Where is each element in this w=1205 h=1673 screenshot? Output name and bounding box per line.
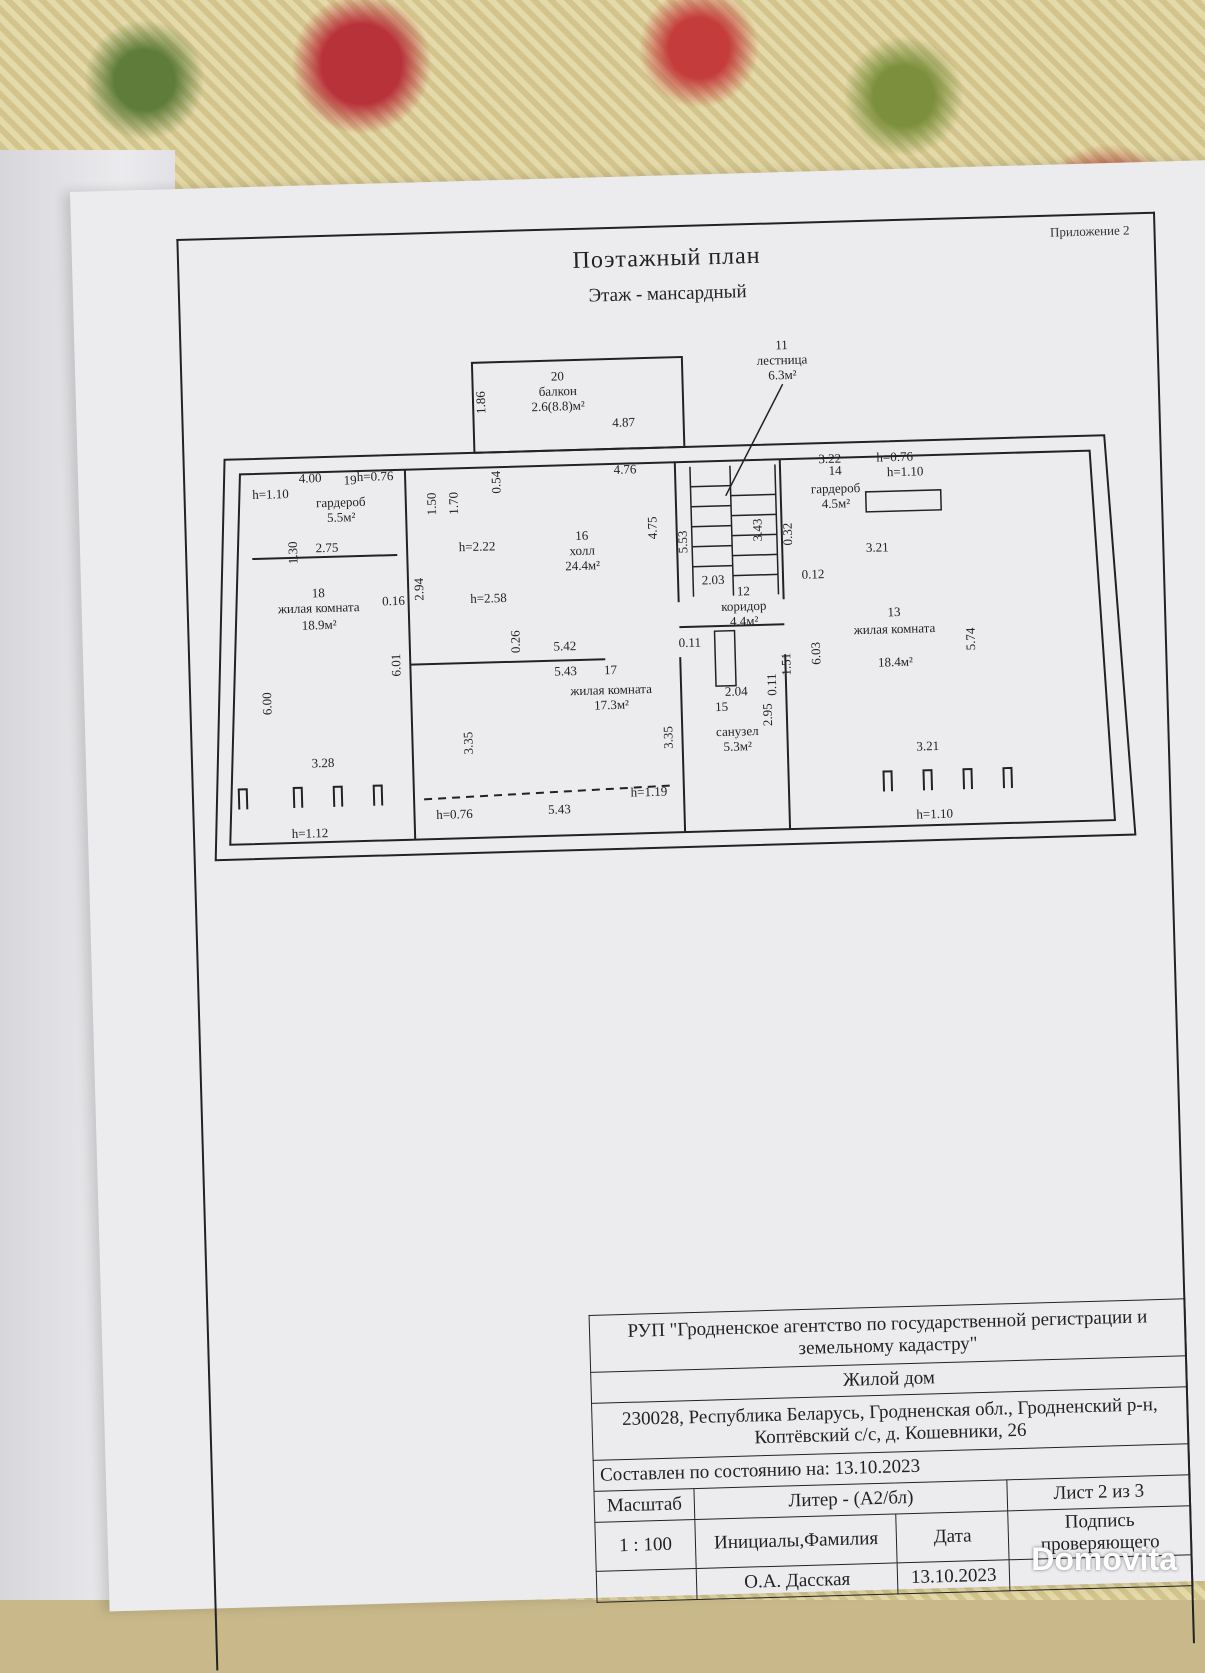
room-14-number: 14 xyxy=(828,463,842,478)
room-17-area: 17.3м² xyxy=(594,697,629,713)
balcony-outline xyxy=(470,355,686,454)
svg-text:5.42: 5.42 xyxy=(553,638,576,654)
stamp-sheet: Лист 2 из 3 xyxy=(1007,1474,1191,1511)
room-19-number: 19 xyxy=(343,472,356,487)
room-12-number: 12 xyxy=(737,583,750,598)
svg-text:1.30: 1.30 xyxy=(285,541,301,564)
svg-text:0.54: 0.54 xyxy=(488,470,504,494)
svg-text:4.75: 4.75 xyxy=(644,516,660,539)
room-17-number: 17 xyxy=(604,662,618,677)
svg-text:1.86: 1.86 xyxy=(473,391,489,415)
svg-text:3.22: 3.22 xyxy=(818,451,841,467)
svg-text:3.35: 3.35 xyxy=(460,732,476,755)
room-20-name: балкон xyxy=(538,383,577,399)
room-16-name: холл xyxy=(569,542,595,558)
svg-text:6.00: 6.00 xyxy=(259,692,275,715)
svg-text:6.01: 6.01 xyxy=(388,654,404,677)
roof-outline xyxy=(214,434,1137,862)
svg-text:h=0.76: h=0.76 xyxy=(357,468,394,484)
svg-text:2.95: 2.95 xyxy=(760,703,776,726)
room-15-number: 15 xyxy=(715,699,728,714)
stamp-initials: Инициалы,Фамилия xyxy=(694,1513,898,1569)
room-13-name: жилая комната xyxy=(853,620,936,637)
svg-text:4.00: 4.00 xyxy=(298,470,321,486)
room-14-name: гардероб xyxy=(811,480,861,496)
room-14-area: 4.5м² xyxy=(822,495,851,511)
room-11-number: 11 xyxy=(775,337,788,352)
svg-text:0.16: 0.16 xyxy=(382,593,406,609)
stamp-person: О.А. Дасская xyxy=(696,1562,899,1600)
svg-text:3.43: 3.43 xyxy=(749,518,765,541)
svg-text:3.28: 3.28 xyxy=(311,755,334,771)
room-11-name: лестница xyxy=(756,351,807,367)
room-12-name: коридор xyxy=(721,598,767,614)
room-18-number: 18 xyxy=(312,585,325,600)
room-11-area: 6.3м² xyxy=(768,367,797,383)
stamp-scale: 1 : 100 xyxy=(594,1519,697,1572)
svg-text:1.51: 1.51 xyxy=(778,653,794,676)
room-18-area: 18.9м² xyxy=(302,617,337,633)
stamp-date: 13.10.2023 xyxy=(897,1559,1011,1594)
svg-text:h=1.10: h=1.10 xyxy=(916,806,953,822)
svg-text:h=0.76: h=0.76 xyxy=(876,449,913,465)
room-15-area: 5.3м² xyxy=(723,738,752,754)
svg-text:5.43: 5.43 xyxy=(554,663,577,679)
room-13-area: 18.4м² xyxy=(878,654,913,670)
svg-text:3.21: 3.21 xyxy=(866,539,889,555)
svg-text:2.94: 2.94 xyxy=(411,577,427,601)
room-15-name: санузел xyxy=(716,723,759,739)
svg-text:0.12: 0.12 xyxy=(801,566,824,582)
room-12-area: 4.4м² xyxy=(730,613,759,629)
room-16-number: 16 xyxy=(575,528,589,543)
svg-text:2.75: 2.75 xyxy=(315,540,338,556)
room-20-area: 2.6(8.8)м² xyxy=(531,398,585,414)
document-page: Приложение 2 Поэтажный план Этаж - манса… xyxy=(70,160,1205,1671)
svg-text:h=2.22: h=2.22 xyxy=(459,538,496,554)
room-20-number: 20 xyxy=(551,368,564,383)
svg-text:3.21: 3.21 xyxy=(916,738,939,754)
watermark-logo: Domovita xyxy=(1031,1541,1177,1577)
svg-text:4.76: 4.76 xyxy=(613,461,637,477)
svg-text:0.11: 0.11 xyxy=(764,673,780,696)
svg-text:h=0.76: h=0.76 xyxy=(436,806,473,822)
svg-text:0.26: 0.26 xyxy=(507,630,523,654)
svg-text:5.43: 5.43 xyxy=(548,801,571,817)
room-18-name: жилая комната xyxy=(277,599,360,616)
svg-text:h=2.58: h=2.58 xyxy=(470,590,507,606)
svg-text:h=1.19: h=1.19 xyxy=(630,784,667,800)
room-19-area: 5.5м² xyxy=(327,509,356,525)
floor-plan: 20 балкон 2.6(8.8)м² 4.87 1.86 11 лестни… xyxy=(214,337,1137,862)
svg-text:1.50: 1.50 xyxy=(424,492,440,515)
svg-text:h=1.12: h=1.12 xyxy=(291,825,328,841)
svg-text:0.11: 0.11 xyxy=(678,635,701,651)
svg-text:1.70: 1.70 xyxy=(446,492,462,515)
svg-text:5.53: 5.53 xyxy=(675,530,691,553)
room-17-name: жилая комната xyxy=(569,681,652,698)
room-19-name: гардероб xyxy=(316,494,366,510)
svg-text:4.87: 4.87 xyxy=(612,414,636,430)
svg-text:6.03: 6.03 xyxy=(808,642,824,665)
room-13-number: 13 xyxy=(887,604,900,619)
svg-text:h=1.10: h=1.10 xyxy=(887,463,924,479)
stamp-scale-label: Масштаб xyxy=(593,1488,695,1523)
stamp-date-label: Дата xyxy=(896,1510,1010,1563)
svg-text:h=1.10: h=1.10 xyxy=(252,486,289,502)
svg-text:3.35: 3.35 xyxy=(660,726,676,749)
svg-text:2.04: 2.04 xyxy=(725,683,749,699)
svg-text:0.32: 0.32 xyxy=(780,523,796,546)
svg-text:2.03: 2.03 xyxy=(701,572,724,588)
svg-text:5.74: 5.74 xyxy=(963,627,979,651)
drawing-frame: Приложение 2 Поэтажный план Этаж - манса… xyxy=(176,211,1195,1671)
room-16-area: 24.4м² xyxy=(565,557,600,573)
